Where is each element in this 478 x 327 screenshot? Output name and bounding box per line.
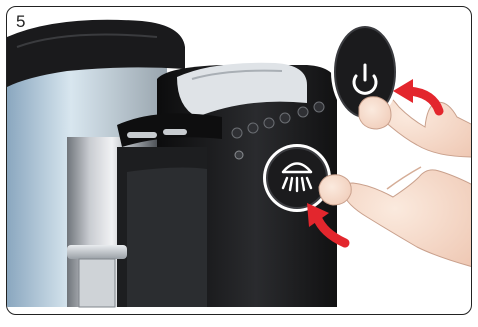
instruction-illustration: 5 [6,6,472,315]
curved-arrow-icon [409,91,439,111]
coffee-machine-scene [7,7,472,315]
rinse-button-callout [263,144,351,212]
power-button-callout [331,23,399,129]
